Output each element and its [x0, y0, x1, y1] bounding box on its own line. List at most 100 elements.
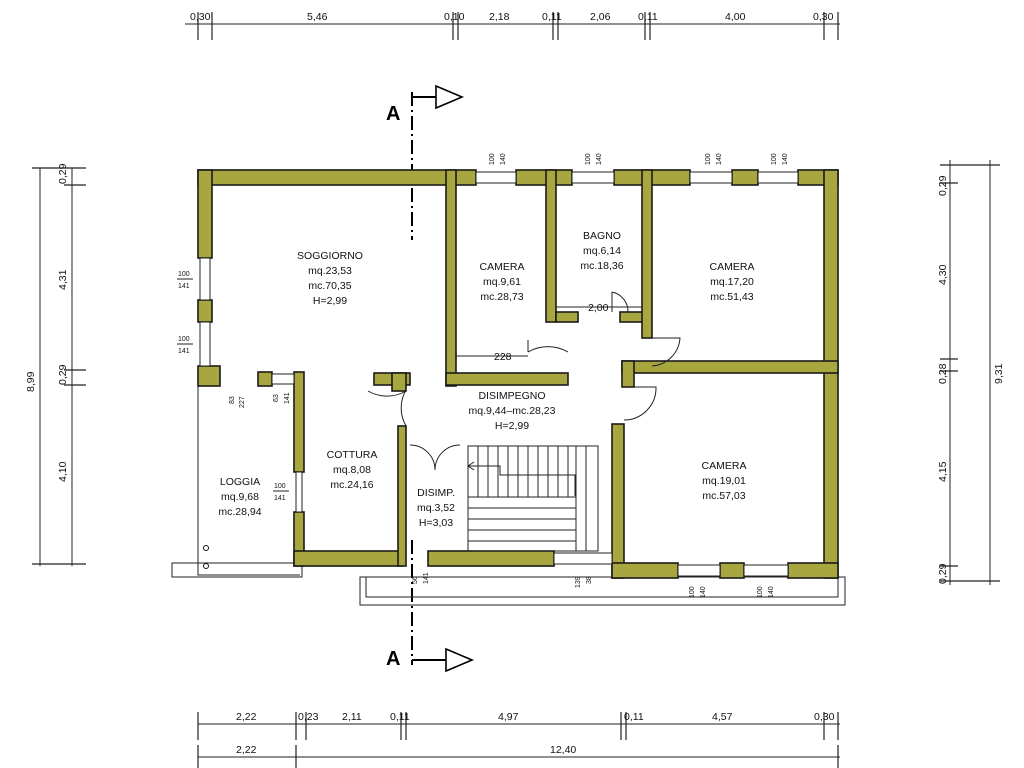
- dim-bot1-4: 4,97: [498, 711, 519, 723]
- inner-dimensions: 228 2,00: [455, 302, 642, 363]
- dim-right-3: 4,15: [937, 461, 949, 482]
- dim-bot1-7: 0,30: [814, 711, 835, 723]
- room-disimpegno: DISIMPEGNO mq.9,44–mc.28,23 H=2,99: [469, 390, 556, 432]
- room-volume: mc.28,73: [480, 291, 523, 303]
- room-height: H=2,99: [495, 420, 529, 432]
- room-height: H=2,99: [313, 295, 347, 307]
- room-area: mq.23,53: [308, 265, 352, 277]
- dim-top-3: 2,18: [489, 11, 510, 23]
- room-cottura: COTTURA mq.8,08 mc.24,16: [327, 449, 378, 491]
- dim-right-total: 9,31: [993, 363, 1005, 384]
- opening-s2-b: 140: [768, 586, 775, 598]
- opening-w2-a: 100: [585, 153, 592, 165]
- dim-top-2: 0,10: [444, 11, 465, 23]
- opening-b2-b: 38: [586, 576, 593, 584]
- room-name: SOGGIORNO: [297, 250, 363, 262]
- balcony-outlines: [171, 385, 846, 606]
- dim-bot2-1: 12,40: [550, 744, 576, 756]
- room-name: DISIMPEGNO: [478, 390, 545, 402]
- left-dimension-chain: 0,29 4,31 0,29 4,10 8,99: [25, 163, 86, 566]
- door-swings: [367, 291, 681, 471]
- room-soggiorno: SOGGIORNO mq.23,53 mc.70,35 H=2,99: [297, 250, 363, 307]
- dim-right-1: 4,30: [937, 264, 949, 285]
- dim-left-total: 8,99: [25, 371, 37, 392]
- dim-left-0: 0,29: [57, 163, 69, 184]
- room-camera-2: CAMERA mq.17,20 mc.51,43: [710, 261, 755, 303]
- room-area: mq.17,20: [710, 276, 754, 288]
- opening-s1-a: 100: [689, 586, 696, 598]
- room-name: CAMERA: [702, 460, 747, 472]
- room-name: DISIMP.: [417, 487, 455, 499]
- windows: [199, 171, 799, 577]
- opening-w1-a: 100: [489, 153, 496, 165]
- staircase: [467, 445, 599, 552]
- room-bagno: BAGNO mq.6,14 mc.18,36: [580, 230, 623, 272]
- opening-w4-b: 140: [782, 153, 789, 165]
- room-area: mq.3,52: [417, 502, 455, 514]
- room-area: mq.9,61: [483, 276, 521, 288]
- room-area: mq.6,14: [583, 245, 621, 257]
- room-volume: mc.28,94: [218, 506, 261, 518]
- dim-left-3: 4,10: [57, 461, 69, 482]
- dim-bot1-2: 2,11: [342, 711, 362, 723]
- opening-s1-b: 140: [700, 586, 707, 598]
- dim-200: 2,00: [588, 302, 609, 314]
- dim-top-7: 4,00: [725, 11, 746, 23]
- right-dimension-chain: 0,29 4,30 0,28 4,15 0,29 9,31: [937, 160, 1005, 585]
- room-name: CAMERA: [710, 261, 755, 273]
- dim-top-0: 0,30: [190, 11, 211, 23]
- opening-l2-b: 141: [178, 348, 190, 355]
- opening-d1-b: 227: [239, 396, 246, 408]
- opening-w1-b: 140: [500, 153, 507, 165]
- top-dimension-chain: 0,30 5,46 0,10 2,18 0,11 2,06 0,11 4,00 …: [185, 11, 840, 40]
- dim-right-2: 0,28: [937, 363, 949, 384]
- room-name: LOGGIA: [220, 476, 260, 488]
- room-disimp: DISIMP. mq.3,52 H=3,03: [417, 487, 455, 529]
- opening-b1-b: 141: [423, 572, 430, 584]
- dim-bot1-0: 2,22: [236, 711, 257, 723]
- opening-d1-a: 83: [229, 396, 236, 404]
- dim-bot1-3: 0,11: [390, 711, 410, 723]
- section-marker: A A: [386, 84, 475, 673]
- room-area: mq.8,08: [333, 464, 371, 476]
- opening-w2-b: 140: [596, 153, 603, 165]
- dim-left-1: 4,31: [57, 269, 69, 290]
- opening-w3-a: 100: [705, 153, 712, 165]
- opening-l1-b: 141: [178, 283, 190, 290]
- bottom-dimension-chain-2: 2,22 12,40: [197, 744, 840, 768]
- room-volume: mc.70,35: [308, 280, 351, 292]
- room-camera-3: CAMERA mq.19,01 mc.57,03: [702, 460, 747, 502]
- dim-228: 228: [494, 351, 512, 363]
- opening-d3-b: 141: [274, 495, 286, 502]
- opening-w3-b: 140: [716, 153, 723, 165]
- room-loggia: LOGGIA mq.9,68 mc.28,94: [218, 476, 261, 518]
- room-height: H=3,03: [419, 517, 453, 529]
- dim-top-8: 0,30: [813, 11, 834, 23]
- room-volume: mc.51,43: [710, 291, 753, 303]
- section-label-top: A: [386, 103, 400, 125]
- room-name: CAMERA: [480, 261, 525, 273]
- room-area: mq.19,01: [702, 475, 746, 487]
- dim-top-1: 5,46: [307, 11, 328, 23]
- section-label-bottom: A: [386, 648, 400, 670]
- room-name: COTTURA: [327, 449, 378, 461]
- dim-bot1-1: 0,23: [298, 711, 319, 723]
- dim-top-5: 2,06: [590, 11, 611, 23]
- opening-s2-a: 100: [757, 586, 764, 598]
- opening-l2-a: 100: [178, 336, 190, 343]
- room-area: mq.9,68: [221, 491, 259, 503]
- room-areavol: mq.9,44–mc.28,23: [469, 405, 556, 417]
- opening-b1-a: 56: [412, 576, 419, 584]
- opening-labels: 100 140 100 140 100 140 100 140 100 141 …: [177, 153, 789, 598]
- dim-right-4: 0,29: [937, 563, 949, 584]
- room-volume: mc.24,16: [330, 479, 373, 491]
- dim-left-2: 0,29: [57, 364, 69, 385]
- dim-bot1-6: 4,57: [712, 711, 733, 723]
- dim-bot1-5: 0,11: [624, 711, 644, 723]
- room-volume: mc.57,03: [702, 490, 745, 502]
- dim-bot2-0: 2,22: [236, 744, 257, 756]
- opening-b2-a: 139: [575, 576, 582, 588]
- opening-d2-b: 141: [284, 392, 291, 404]
- bottom-dimension-chain-1: 2,22 0,23 2,11 0,11 4,97 0,11 4,57 0,30: [197, 711, 840, 740]
